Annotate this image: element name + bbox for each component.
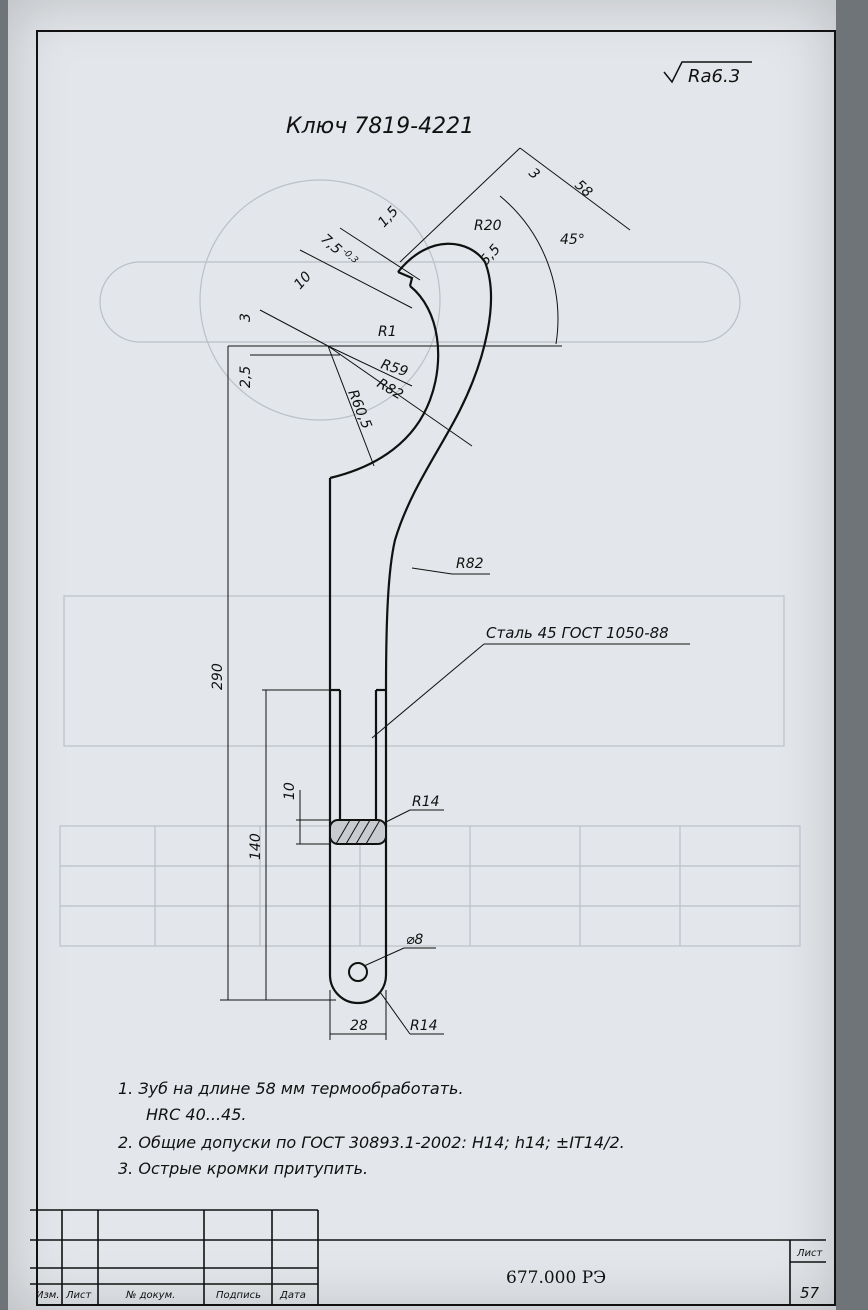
dim-r1: R1 [378,324,397,340]
dim-28: 28 [350,1018,368,1034]
dim-10-section: 10 [282,782,298,800]
roughness-value: Ra6.3 [688,66,740,87]
dim-7-5-tolerance: -0,3 [340,247,360,266]
technical-notes: 1. Зуб на длине 58 мм термообработать. H… [118,1079,625,1178]
note-3: 3. Острые кромки притупить. [118,1159,368,1178]
dim-hole-diameter: ⌀8 [406,932,423,948]
note-1-hardness: HRC 40...45. [146,1105,246,1124]
dim-140: 140 [248,833,264,860]
dim-3-top: 3 [525,165,542,183]
note-1: 1. Зуб на длине 58 мм термообработать. [118,1079,464,1098]
hatched-section [329,819,387,845]
title-block-texts: Изм. Лист № докум. Подпись Дата 677.000 … [36,1248,824,1302]
tb-sheet-label: Лист [796,1248,824,1259]
sheet-number: 57 [800,1284,820,1302]
dim-45-deg: 45° [560,232,585,248]
hole-circle [348,962,368,982]
dim-5-5: 5,5 [477,241,504,268]
dim-r14-upper: R14 [412,794,440,810]
tb-izm: Изм. [36,1290,60,1301]
tb-list: Лист [65,1290,93,1301]
surface-roughness-symbol: Ra6.3 [663,61,752,87]
tb-podpis: Подпись [216,1290,261,1301]
dim-58: 58 [571,177,595,201]
bleed-through-drawing [59,179,801,947]
dim-r82-upper: R82 [374,376,406,404]
tb-n-dokum: № докум. [125,1290,175,1301]
drawing-title: Ключ 7819-4221 [286,114,474,139]
tb-data: Дата [279,1290,306,1301]
note-2: 2. Общие допуски по ГОСТ 30893.1-2002: H… [118,1133,625,1152]
dim-2-5: 2,5 [238,366,254,388]
dim-r20: R20 [474,218,502,234]
drawing-sheet [8,0,836,1310]
document-designation: 677.000 РЭ [506,1268,606,1288]
dimension-texts: 58 3 45° R20 5,5 1,5 7,5 -0,3 10 3 2,5 R… [210,165,595,1034]
material-label: Сталь 45 ГОСТ 1050-88 [486,624,669,642]
dim-r14-lower: R14 [410,1018,438,1034]
wrench-part-outline [328,242,493,1005]
dimension-lines [220,147,690,1040]
dim-r82-lower: R82 [456,556,484,572]
title-block [30,1209,826,1306]
dim-3-left: 3 [238,313,254,322]
dim-10: 10 [291,269,315,293]
drawing-frame [36,30,836,1306]
dim-1-5: 1,5 [375,203,402,230]
dim-290: 290 [210,663,226,690]
